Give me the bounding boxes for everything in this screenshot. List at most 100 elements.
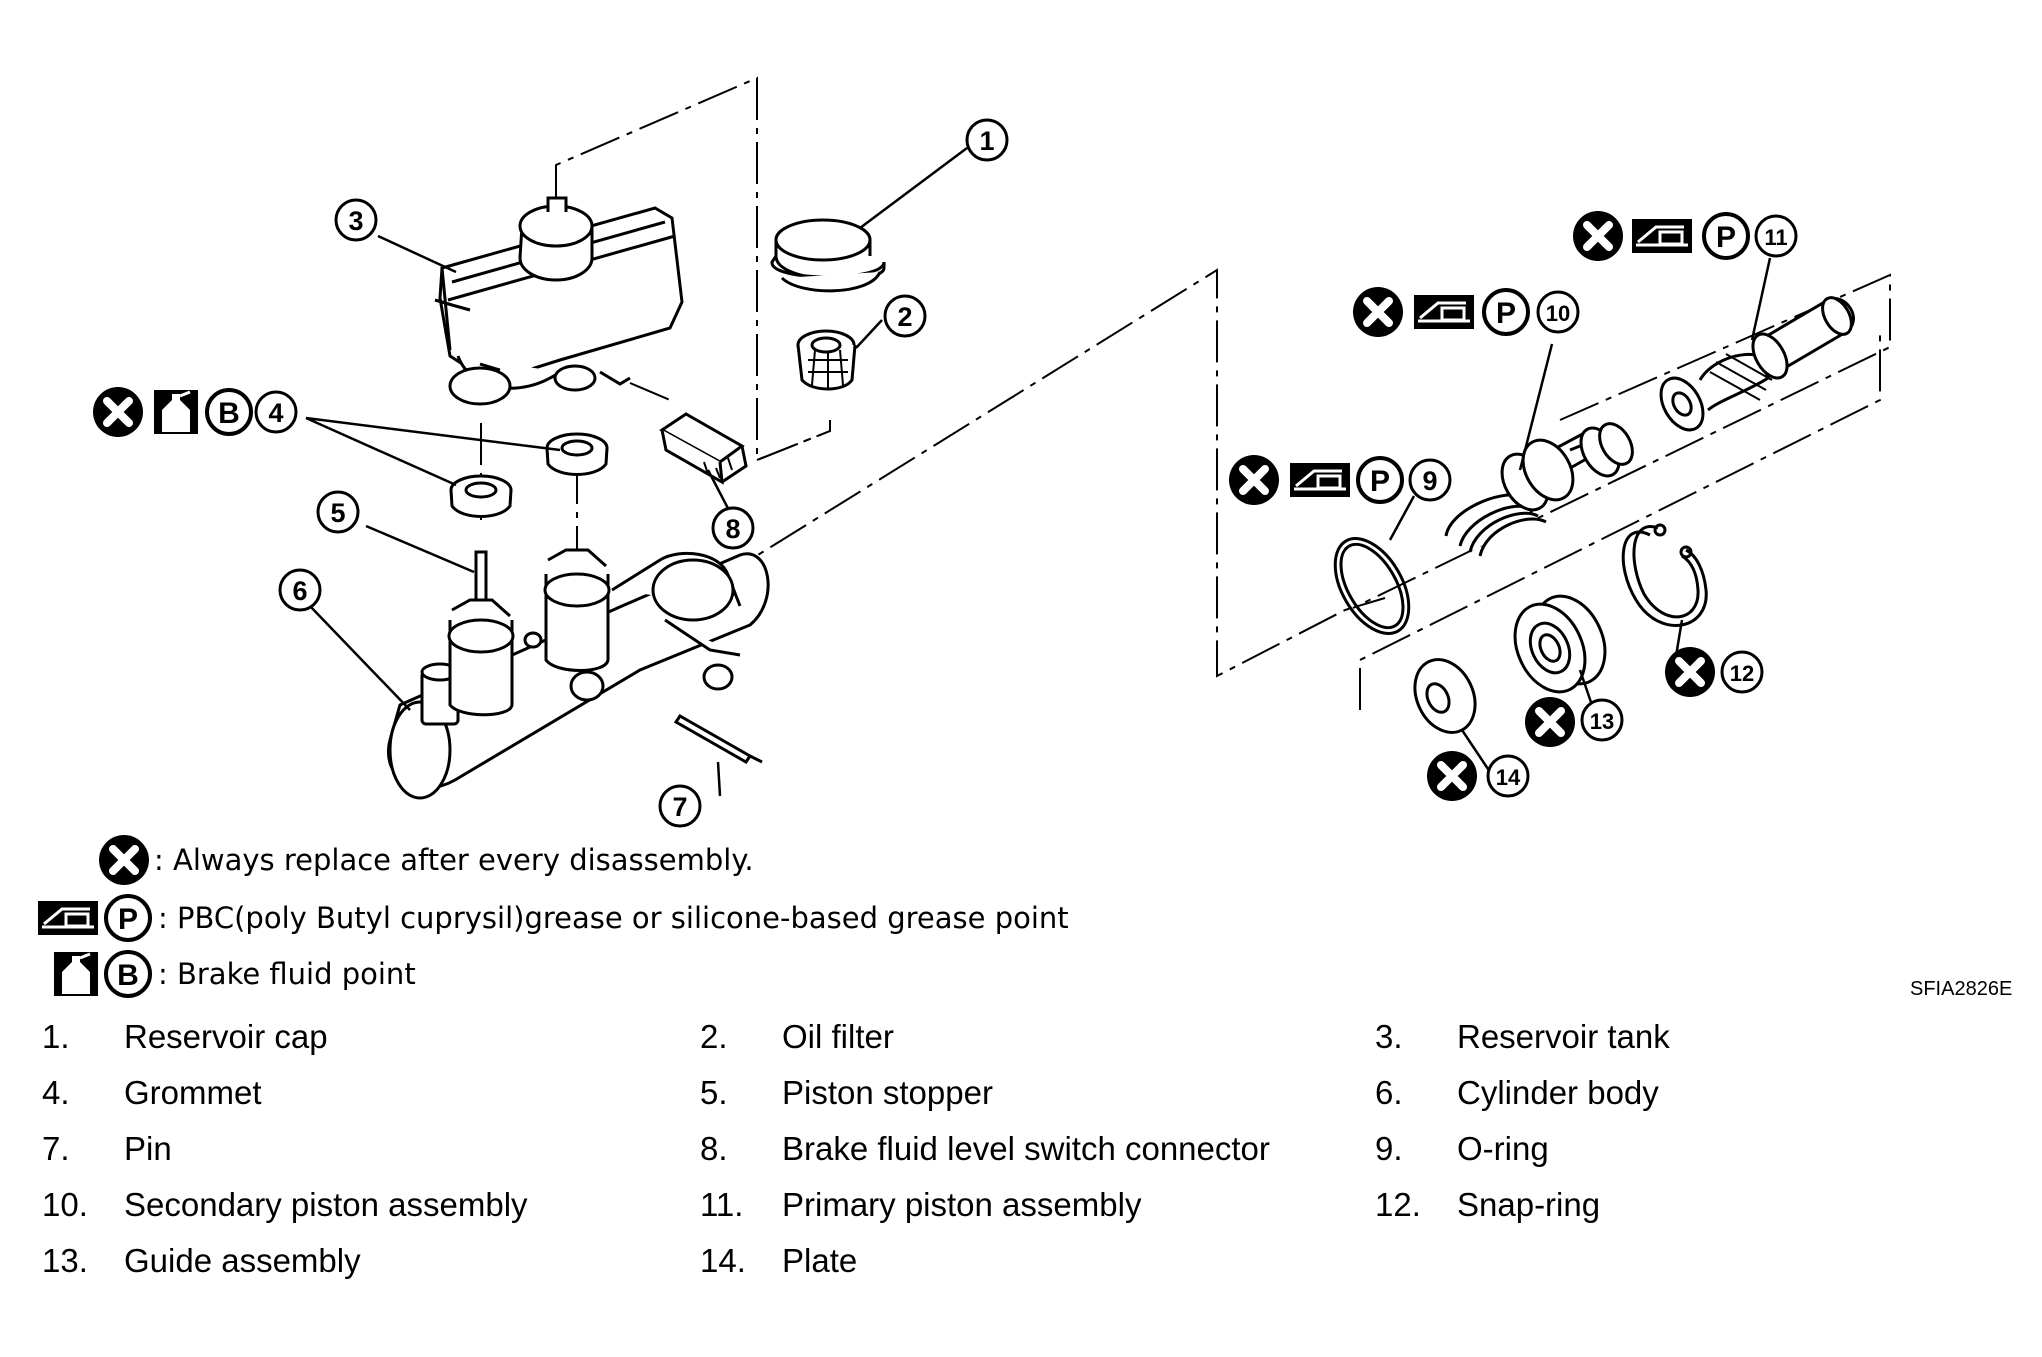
callout-13: 13 bbox=[1580, 698, 1624, 742]
svg-text:14: 14 bbox=[1496, 765, 1521, 790]
svg-text:9: 9 bbox=[1422, 466, 1437, 496]
replace-icon bbox=[1353, 287, 1403, 337]
reservoir-cap bbox=[770, 218, 886, 293]
symbols-4: B bbox=[93, 387, 253, 437]
part-number: 13. bbox=[42, 1242, 88, 1279]
grease-gun-icon bbox=[1412, 293, 1476, 331]
primary-piston-assembly bbox=[1659, 296, 1855, 432]
part-name: Plate bbox=[782, 1242, 858, 1279]
svg-text:P: P bbox=[1716, 221, 1736, 254]
brake-fluid-bottle-icon bbox=[52, 950, 100, 998]
grommets bbox=[449, 432, 609, 518]
replace-icon bbox=[1665, 647, 1715, 697]
svg-text:2: 2 bbox=[897, 302, 912, 332]
callout-9: 9 bbox=[1408, 458, 1452, 502]
svg-text:13: 13 bbox=[1590, 709, 1614, 734]
svg-text:: Always replace after every d: : Always replace after every disassembly… bbox=[154, 843, 754, 877]
callout-12: 12 bbox=[1720, 650, 1764, 694]
figure-id: SFIA2826E bbox=[1910, 978, 2013, 1000]
legend-replace: : Always replace after every disassembly… bbox=[99, 835, 754, 885]
part-number: 5. bbox=[700, 1074, 728, 1111]
grease-circle-icon: P bbox=[104, 894, 152, 942]
svg-text:6: 6 bbox=[292, 576, 307, 606]
svg-text:3: 3 bbox=[348, 206, 363, 236]
reservoir-tank bbox=[434, 196, 684, 406]
svg-text:: Brake fluid point: : Brake fluid point bbox=[158, 957, 416, 991]
svg-text:8: 8 bbox=[725, 514, 740, 544]
part-number: 14. bbox=[700, 1242, 746, 1279]
secondary-piston-assembly bbox=[1444, 422, 1634, 557]
part-name: Snap-ring bbox=[1457, 1186, 1601, 1223]
part-name: Oil filter bbox=[782, 1018, 894, 1055]
brake-fluid-bottle-icon bbox=[152, 388, 200, 436]
callout-7: 7 bbox=[658, 784, 702, 828]
part-number: 11. bbox=[700, 1186, 744, 1223]
svg-text:B: B bbox=[218, 397, 240, 430]
svg-text:: PBC(poly Butyl cuprysil)grea: : PBC(poly Butyl cuprysil)grease or sili… bbox=[158, 901, 1069, 935]
brake-fluid-circle-icon: B bbox=[205, 388, 253, 436]
part-name: O-ring bbox=[1457, 1130, 1549, 1167]
callout-2: 2 bbox=[883, 294, 927, 338]
part-number: 7. bbox=[42, 1130, 70, 1167]
svg-text:P: P bbox=[1496, 297, 1516, 330]
symbols-9: P bbox=[1229, 455, 1404, 505]
part-number: 8. bbox=[700, 1130, 728, 1167]
o-ring bbox=[1333, 537, 1411, 635]
callout-11: 11 bbox=[1754, 214, 1798, 258]
callout-8: 8 bbox=[711, 506, 755, 550]
symbols-11: P bbox=[1573, 211, 1750, 261]
legend-fluid: B : Brake fluid point bbox=[52, 950, 416, 998]
part-number: 4. bbox=[42, 1074, 70, 1111]
grease-gun-icon bbox=[1630, 217, 1694, 255]
svg-text:5: 5 bbox=[330, 498, 345, 528]
replace-icon bbox=[1573, 211, 1623, 261]
part-number: 12. bbox=[1375, 1186, 1421, 1223]
part-number: 10. bbox=[42, 1186, 88, 1223]
part-name: Reservoir tank bbox=[1457, 1018, 1670, 1055]
pin bbox=[673, 714, 763, 764]
callout-5: 5 bbox=[316, 490, 360, 534]
callout-10: 10 bbox=[1536, 290, 1580, 334]
part-number: 6. bbox=[1375, 1074, 1403, 1111]
replace-icon bbox=[99, 835, 149, 885]
grease-circle-icon: P bbox=[1482, 288, 1530, 336]
replace-icon bbox=[1229, 455, 1279, 505]
part-name: Piston stopper bbox=[782, 1074, 993, 1111]
guide-assembly bbox=[1513, 594, 1607, 694]
grease-gun-icon bbox=[1288, 461, 1352, 499]
brake-fluid-level-switch-connector bbox=[659, 412, 748, 485]
snap-ring bbox=[1621, 523, 1708, 627]
svg-text:1: 1 bbox=[979, 126, 994, 156]
plate bbox=[1413, 658, 1477, 734]
replace-icon bbox=[1427, 751, 1477, 801]
part-name: Grommet bbox=[124, 1074, 262, 1111]
grease-circle-icon: P bbox=[1356, 456, 1404, 504]
brake-fluid-circle-icon: B bbox=[104, 950, 152, 998]
symbols-13 bbox=[1525, 697, 1575, 747]
callout-6: 6 bbox=[278, 568, 322, 612]
svg-text:10: 10 bbox=[1546, 301, 1570, 326]
replace-icon bbox=[93, 387, 143, 437]
symbols-10: P bbox=[1353, 287, 1530, 337]
part-number: 2. bbox=[700, 1018, 728, 1055]
svg-text:7: 7 bbox=[672, 792, 687, 822]
svg-text:P: P bbox=[118, 903, 138, 936]
symbols-12 bbox=[1665, 647, 1715, 697]
part-number: 1. bbox=[42, 1018, 70, 1055]
part-number: 9. bbox=[1375, 1130, 1403, 1167]
cylinder-body bbox=[387, 548, 770, 800]
svg-text:11: 11 bbox=[1764, 225, 1787, 250]
part-number: 3. bbox=[1375, 1018, 1403, 1055]
part-name: Secondary piston assembly bbox=[124, 1186, 528, 1223]
part-name: Guide assembly bbox=[124, 1242, 361, 1279]
replace-icon bbox=[1525, 697, 1575, 747]
part-name: Primary piston assembly bbox=[782, 1186, 1142, 1223]
part-name: Brake fluid level switch connector bbox=[782, 1130, 1270, 1167]
svg-text:4: 4 bbox=[268, 398, 283, 428]
svg-text:12: 12 bbox=[1730, 661, 1754, 686]
grease-gun-icon bbox=[36, 899, 100, 937]
piston-stopper bbox=[474, 550, 488, 604]
legend: : Always replace after every disassembly… bbox=[36, 835, 1069, 998]
callout-14: 14 bbox=[1486, 754, 1530, 798]
